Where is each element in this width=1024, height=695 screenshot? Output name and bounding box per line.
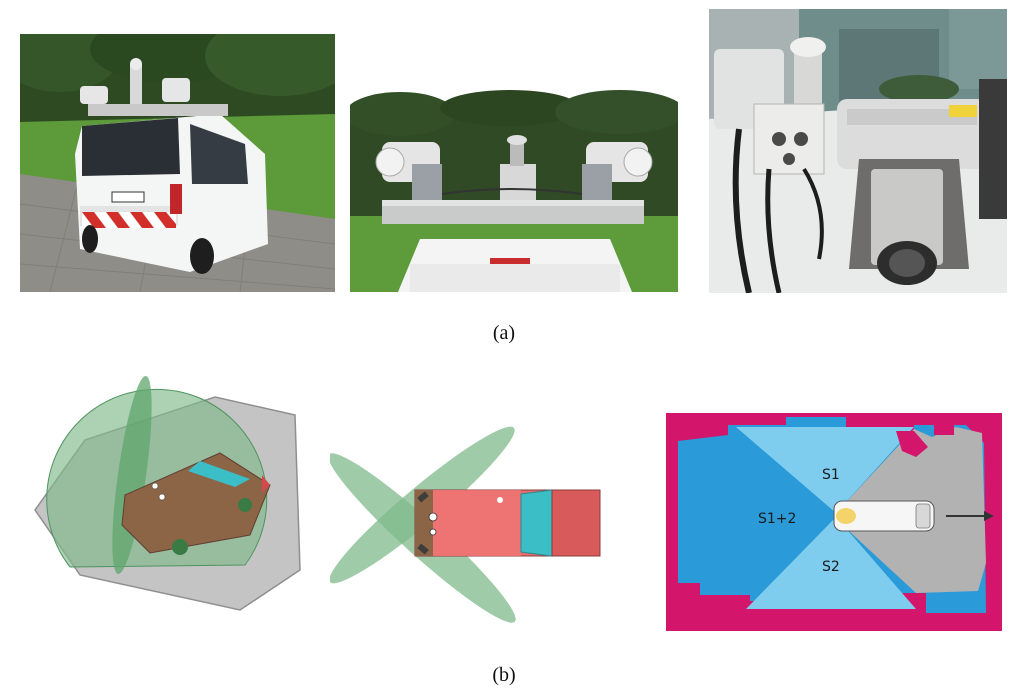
label-s1: S1 xyxy=(822,467,840,483)
label-s2: S2 xyxy=(822,559,840,575)
diagram-topview-scan-planes xyxy=(330,410,620,638)
caption-b: (b) xyxy=(492,664,516,686)
diagram-3d-scan-fields xyxy=(30,375,326,615)
diagram-sensor-coverage-map: S1 S1+2 S2 xyxy=(666,413,1002,631)
label-s1-plus-s2: S1+2 xyxy=(758,511,796,527)
photo-roof-sensor-platform xyxy=(350,34,678,292)
caption-a: (a) xyxy=(492,322,516,344)
photo-sensor-closeup xyxy=(709,9,1007,293)
photo-van-rear-view xyxy=(20,34,335,292)
